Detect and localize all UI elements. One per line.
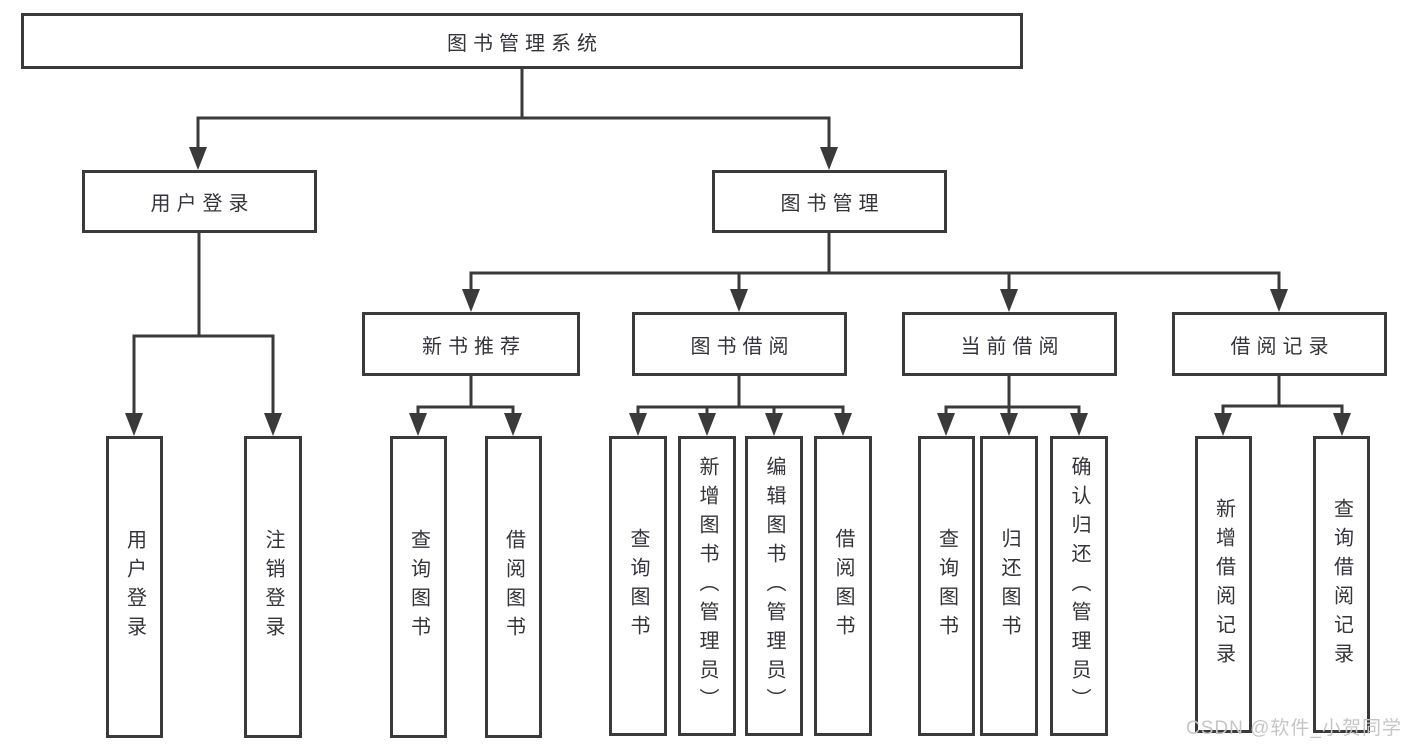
node-book-borrow: 图书借阅 [632,312,847,376]
leaf-query-books-current: 查询图书 [918,436,975,736]
leaf-edit-book-admin: 编辑图书（管理员） [745,436,803,736]
leaf-add-book-admin: 新增图书（管理员） [678,436,736,736]
tree-edges [132,68,1344,417]
node-borrow-records: 借阅记录 [1172,312,1387,376]
leaf-user-login: 用户登录 [106,436,163,738]
node-user-login: 用户登录 [82,170,317,233]
node-book-management: 图书管理 [712,170,947,233]
arrowheads [125,147,1351,436]
leaf-return-book: 归还图书 [980,436,1038,736]
node-new-book-recommend: 新书推荐 [362,312,580,376]
leaf-query-books-recommend: 查询图书 [390,436,447,738]
leaf-confirm-return-admin: 确认归还（管理员） [1050,436,1108,736]
leaf-query-books-borrow: 查询图书 [609,436,667,736]
csdn-watermark: CSDN @软件_小贺同学 [1186,718,1402,739]
node-root-library-system: 图书管理系统 [21,13,1023,69]
leaf-logout: 注销登录 [244,436,302,738]
leaf-borrow-books-recommend: 借阅图书 [485,436,542,738]
leaf-query-borrow-record: 查询借阅记录 [1313,436,1370,733]
leaf-borrow-books: 借阅图书 [814,436,872,736]
leaf-add-borrow-record: 新增借阅记录 [1195,436,1252,733]
node-current-borrow: 当前借阅 [902,312,1117,376]
